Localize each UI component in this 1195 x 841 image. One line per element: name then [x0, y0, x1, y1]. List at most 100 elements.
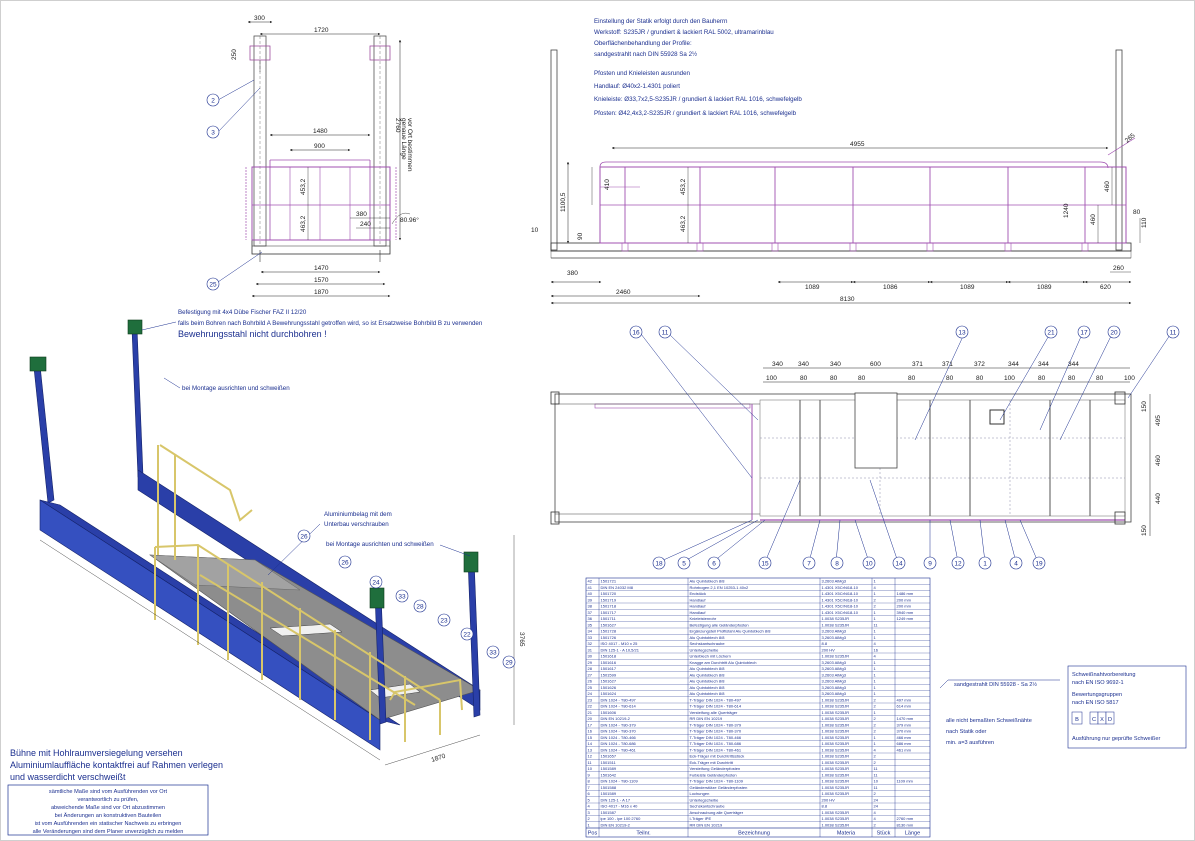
iso-bottom-note-1: Bühne mit Hohlraumversiegelung versehen [10, 748, 183, 758]
plan-dim-a0: 340 [772, 361, 783, 368]
table-cell: 1501589 [601, 791, 617, 796]
table-cell: 1.0038 S235JR [822, 716, 850, 721]
table-cell: 2760 mm [897, 816, 914, 821]
table-cell: 370 mm [897, 729, 912, 734]
table-cell: DIN 1024 - T80-497 [601, 697, 637, 702]
disclaimer-line-3: abweichende Maße sind vor Ort abzustimme… [51, 805, 165, 811]
table-cell: 24 [874, 804, 879, 809]
table-cell: Sechskantschraube [690, 804, 726, 809]
table-cell: 1.0038 S235JR [822, 772, 850, 777]
svg-text:6: 6 [712, 561, 716, 568]
table-cell: Anschraubung alle Querträger [690, 810, 744, 815]
table-cell: 6 [588, 791, 591, 796]
table-cell: 13 [588, 747, 593, 752]
table-cell: 1 [874, 685, 877, 690]
iso-note-2: falls beim Bohren nach Bohrbild A Bewehr… [178, 320, 483, 327]
table-cell: 8.8 [822, 641, 828, 646]
table-cell: 2 [874, 716, 877, 721]
disclaimer-line-4: bei Änderungen an konstruktiven Bauteile… [55, 812, 162, 819]
table-cell: 4 [874, 816, 877, 821]
table-cell: 1 [874, 710, 877, 715]
iso-note-belag-1: Aluminiumbelag mit dem [324, 511, 392, 518]
table-cell: 42 [588, 579, 593, 584]
table-cell: 1.0038 S235JR [822, 810, 850, 815]
dim-260: 260 [1113, 265, 1124, 272]
table-cell: 1.0038 S235JR [822, 816, 850, 821]
table-cell: 1501624 [601, 691, 617, 696]
dim-240: 240 [360, 221, 371, 228]
table-cell: Handlauf [690, 610, 707, 615]
plan-dim-r1: 495 [1155, 415, 1162, 426]
table-cell: Handlauf [690, 604, 707, 609]
dim-1086: 1086 [883, 284, 898, 291]
side-note-4: sandgestrahlt nach DIN 55928 Sa 2½ [594, 51, 697, 58]
table-cell: 1501616 [601, 660, 617, 665]
plan-dim-b3: 80 [858, 375, 866, 382]
plan-dim-a3: 600 [870, 361, 881, 368]
dim-380: 380 [356, 211, 367, 218]
table-cell: 1.0038 S235JR [822, 822, 850, 827]
svg-text:18: 18 [655, 561, 663, 568]
table-cell: 3 [588, 810, 591, 815]
plan-dim-b5: 80 [946, 375, 954, 382]
table-cell: DIN 1024 - T80-686 [601, 741, 637, 746]
plan-bubble-21: 21 [1044, 325, 1058, 339]
svg-text:5: 5 [682, 561, 686, 568]
dim-2460: 2460 [616, 289, 631, 296]
table-cell: 686 mm [897, 741, 912, 746]
table-cell: 1.0038 S235JR [822, 722, 850, 727]
table-cell: 1501606 [601, 710, 617, 715]
plan-bubble-13: 13 [955, 325, 969, 339]
table-cell: 1501720 [601, 591, 617, 596]
plan-dim-a6: 372 [974, 361, 985, 368]
iso-bubble-29: 29 [502, 655, 516, 669]
table-cell: 1501711 [601, 616, 617, 621]
table-cell: Handlauf [690, 597, 707, 602]
table-cell: 2 [874, 760, 877, 765]
plan-dim-b6: 80 [976, 375, 984, 382]
dim-460a: 460 [1104, 181, 1111, 192]
table-cell: ISO 4017 - M10 x 25 [601, 641, 639, 646]
plan-dim-b10: 80 [1096, 375, 1104, 382]
iso-bubble-33b: 33 [486, 645, 500, 659]
table-cell: 4 [874, 641, 877, 646]
dim-250: 250 [231, 49, 238, 60]
iso-bubble-23: 23 [437, 613, 451, 627]
table-cell: Alu Quintoblech 8/8 [690, 679, 726, 684]
dim-1089a: 1089 [805, 284, 820, 291]
iso-note-1: Befestigung mit 4x4 Dübe Fischer FAZ II … [178, 309, 307, 316]
table-cell: 3,2603 AlMg3 [822, 660, 847, 665]
table-cell: RR DIN EN 10219 [690, 716, 723, 721]
table-cell: 1470 mm [897, 716, 914, 721]
table-cell: 36 [588, 616, 593, 621]
dim-410: 410 [604, 179, 611, 190]
table-cell: 3,2603 AlMg3 [822, 691, 847, 696]
svg-text:21: 21 [1047, 330, 1055, 337]
table-cell: Endstück [690, 591, 706, 596]
dim-10: 10 [531, 227, 539, 234]
table-cell: 4 [874, 585, 877, 590]
front-vtext-2: vor Ort bestimmen [406, 118, 413, 172]
table-cell: DIN 1024 - T80-461 [601, 747, 637, 752]
table-cell: 3,2603 AlMg3 [822, 685, 847, 690]
plan-dim-a7: 344 [1008, 361, 1019, 368]
svg-text:20: 20 [1110, 330, 1118, 337]
table-cell: 1.0038 S235JR [822, 766, 850, 771]
disclaimer-line-2: verantwortlich zu prüfen, [78, 797, 139, 803]
table-cell: 1.0038 S235JR [822, 735, 850, 740]
table-cell: DIN 125-1 - A 10,5/21 [601, 647, 640, 652]
plan-dim-b9: 80 [1068, 375, 1076, 382]
table-cell: 10 [588, 766, 593, 771]
table-cell: 1 [874, 691, 877, 696]
dim-110: 110 [1141, 217, 1148, 228]
table-cell: 5 [588, 797, 591, 802]
table-cell: 1249 mm [897, 616, 914, 621]
table-cell: 39 [588, 597, 593, 602]
dim-463-2: 463,2 [300, 215, 307, 232]
weld-sand: sandgestrahlt DIN 55928 - Sa 2½ [954, 681, 1037, 688]
table-cell: 497 mm [897, 697, 912, 702]
dim-1480: 1480 [313, 128, 328, 135]
table-cell: DIN 125-1 - A 17 [601, 797, 631, 802]
plan-dim-b7: 100 [1004, 375, 1015, 382]
side-note-5: Pfosten und Knieleisten ausrunden [594, 70, 691, 77]
